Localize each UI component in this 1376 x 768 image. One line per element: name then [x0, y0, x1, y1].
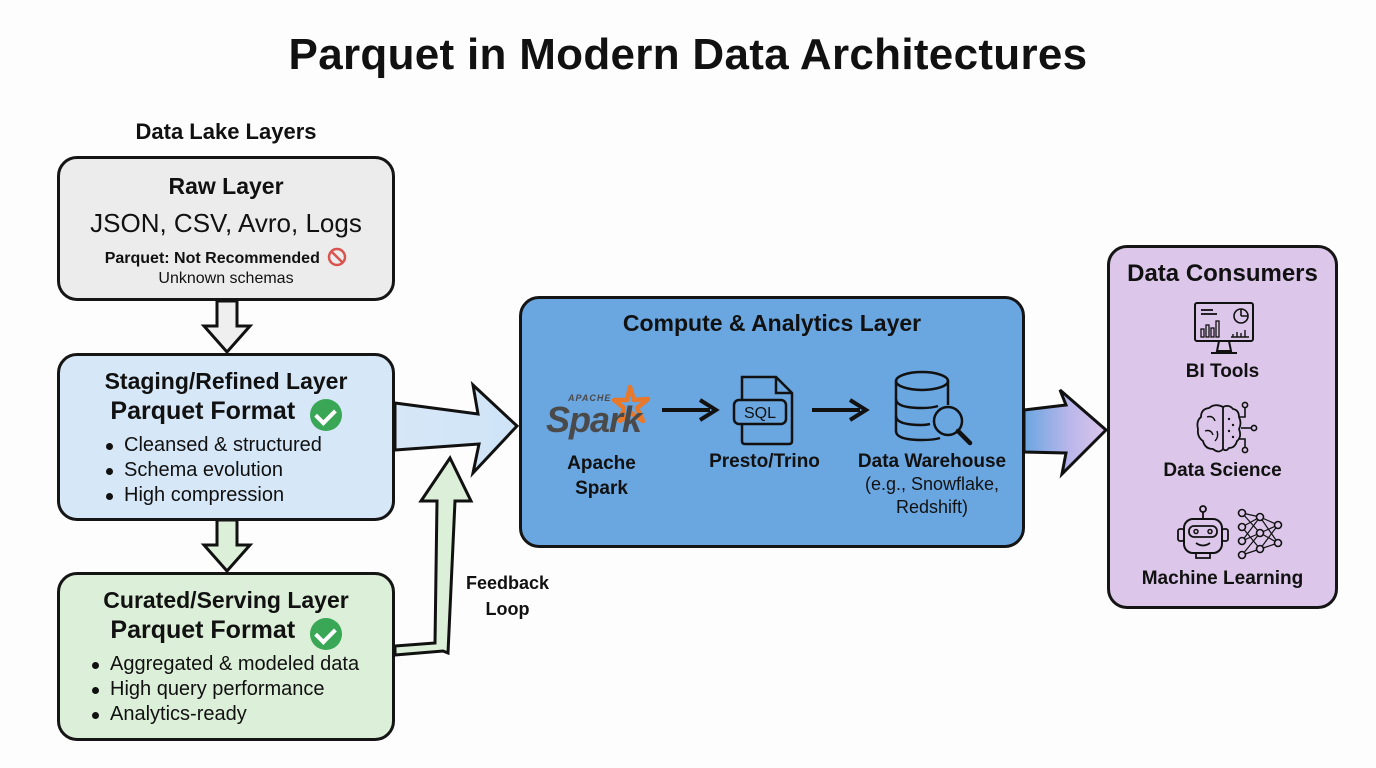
staging-format-row: Parquet Format [60, 397, 392, 431]
arrow-spark-to-presto [662, 398, 720, 422]
spark-logo-text: Spark [546, 399, 642, 440]
feedback-loop-arrow [393, 455, 474, 657]
data-lake-label: Data Lake Layers [135, 119, 317, 144]
curated-format-row: Parquet Format [60, 616, 392, 650]
warehouse-sub-line1: (e.g., Snowflake, [864, 474, 1000, 494]
data-consumers-box: Data Consumers BI Tools Data Science [1107, 245, 1338, 609]
consumer-label-ml: Machine Learning [1141, 568, 1304, 589]
staging-bullets: Cleansed & structured Schema evolution H… [102, 433, 392, 508]
consumer-label-bi: BI Tools [1185, 361, 1260, 382]
prohibited-icon [328, 247, 347, 267]
down-arrow-raw-to-staging [200, 299, 254, 355]
robot-icon [1177, 505, 1229, 559]
apache-spark-logo: APACHE Spark [544, 383, 654, 445]
spark-logo-small: APACHE [568, 393, 612, 403]
down-arrow-staging-to-curated [200, 518, 254, 574]
curated-layer-box: Curated/Serving Layer Parquet Format Agg… [57, 572, 395, 741]
curated-bullets: Aggregated & modeled data High query per… [88, 652, 392, 727]
staging-format: Parquet Format [110, 397, 296, 425]
sql-file-icon: SQL [732, 375, 794, 446]
curated-bullet: Aggregated & modeled data [88, 652, 392, 677]
consumer-label-data-science: Data Science [1163, 460, 1282, 481]
spark-star-icon [611, 384, 651, 424]
staging-bullet: Cleansed & structured [102, 433, 392, 458]
tool-label-presto: Presto/Trino [709, 451, 820, 472]
staging-bullet: High compression [102, 483, 392, 508]
tool-label-warehouse-group: Data Warehouse (e.g., Snowflake, Redshif… [847, 451, 1017, 519]
arrow-presto-to-warehouse [812, 398, 870, 422]
staging-layer-title: Staging/Refined Layer [104, 368, 348, 394]
feedback-label-line2: Loop [485, 599, 530, 619]
spark-label-line2: Spark [575, 478, 628, 499]
curated-bullet: High query performance [88, 677, 392, 702]
warehouse-sub-line2: Redshift) [895, 497, 969, 517]
raw-layer-formats: JSON, CSV, Avro, Logs [90, 208, 362, 238]
staging-layer-box: Staging/Refined Layer Parquet Format Cle… [57, 353, 395, 521]
consumers-title: Data Consumers [1127, 260, 1318, 287]
database-search-icon [894, 370, 973, 446]
sql-icon-text: SQL [744, 405, 776, 422]
arrow-compute-to-consumers [1022, 388, 1109, 479]
dashboard-monitor-icon [1194, 302, 1254, 354]
brain-circuit-icon [1196, 401, 1258, 454]
tool-label-spark: Apache Spark [544, 451, 659, 501]
curated-format: Parquet Format [110, 616, 296, 644]
raw-parquet-note: Parquet: Not Recommended [104, 250, 320, 267]
neural-network-icon [1237, 508, 1283, 560]
check-icon [309, 617, 342, 650]
diagram-title: Parquet in Modern Data Architectures [288, 30, 1088, 79]
robot-neural-network-icon [1177, 505, 1283, 560]
arrow-staging-to-compute [393, 380, 520, 478]
curated-layer-title: Curated/Serving Layer [103, 587, 349, 613]
compute-layer-title: Compute & Analytics Layer [622, 310, 922, 336]
curated-bullet: Analytics-ready [88, 702, 392, 727]
tool-label-warehouse: Data Warehouse [857, 451, 1007, 472]
raw-parquet-note-row: Parquet: Not Recommended [60, 247, 392, 268]
compute-layer-box: Compute & Analytics Layer APACHE Spark A… [519, 296, 1025, 548]
check-icon [309, 398, 342, 431]
raw-layer-box: Raw Layer JSON, CSV, Avro, Logs Parquet:… [57, 156, 395, 301]
feedback-loop-label: Feedback Loop [455, 570, 560, 622]
raw-layer-reason: Unknown schemas [158, 270, 294, 287]
spark-label-line1: Apache [567, 453, 636, 474]
raw-layer-title: Raw Layer [168, 173, 284, 199]
staging-bullet: Schema evolution [102, 458, 392, 483]
feedback-label-line1: Feedback [465, 573, 550, 593]
